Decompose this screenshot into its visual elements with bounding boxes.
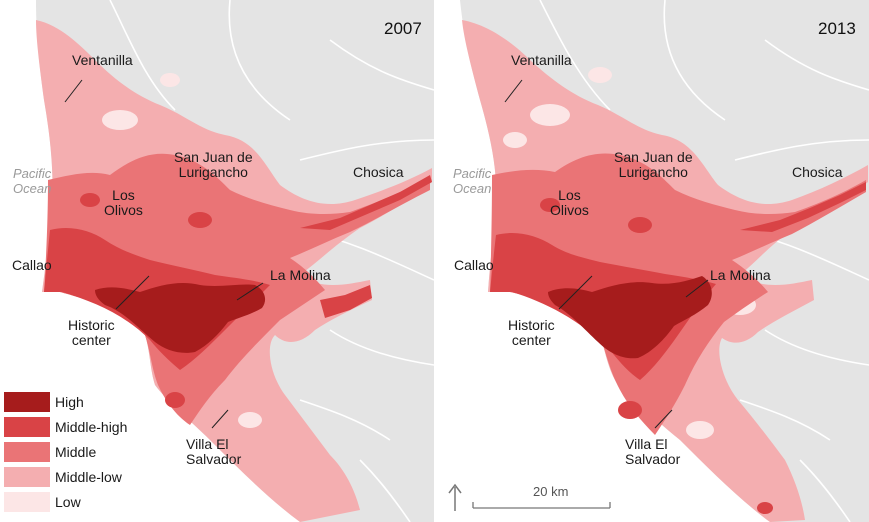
legend-label: Middle-low [55,468,122,485]
place-label-line-1: Los [112,187,135,203]
legend-label: Low [55,493,81,510]
year-label: 2007 [384,19,422,38]
legend-item-high: High [0,389,152,414]
place-label-line-1: Villa El [625,436,668,452]
legend-label: Middle-high [55,418,128,435]
urban-low [503,67,756,439]
place-label-callao: Callao [12,257,52,273]
place-label-historic-center: Historic center [68,318,115,348]
place-label-ventanilla: Ventanilla [72,52,133,68]
place-label-san-juan-de-lurigancho: San Juan de Lurigancho [614,150,693,180]
legend-label: High [55,393,84,410]
place-label-line-1: Los [558,187,581,203]
place-label-line-2: Salvador [186,451,242,467]
ocean-label-line-2: Ocean [453,181,492,196]
place-label-chosica: Chosica [792,164,843,180]
urban-middle-high-scatter [80,175,432,408]
map-2013-graphic [460,0,869,522]
place-label-callao: Callao [454,257,494,273]
place-label-line-2: Lurigancho [178,164,248,180]
scale-bar-label: 20 km [533,484,569,499]
map-panel-2007: 2007 Ventanilla Pacific Ocean San Juan d… [0,0,434,522]
legend: High Middle-high Middle Middle-low Low [0,389,152,514]
ocean-label: Pacific Ocean [13,166,51,196]
place-label-los-olivos: Los Olivos [104,188,143,218]
legend-swatch [4,441,50,462]
year-label: 2013 [818,19,856,38]
place-label-line-1: Historic [68,317,115,333]
legend-label: Middle [55,443,97,460]
place-label-la-molina: La Molina [710,267,771,283]
place-label-la-molina: La Molina [270,267,331,283]
place-label-historic-center: Historic center [508,318,555,348]
place-label-chosica: Chosica [353,164,404,180]
place-label-line-1: Historic [508,317,555,333]
place-label-villa-el-salvador: Villa El Salvador [186,437,241,467]
legend-swatch [4,391,50,412]
legend-item-middle-high: Middle-high [0,414,152,439]
ocean-label-line-1: Pacific [13,166,52,181]
map-2007-graphic [36,0,434,522]
scale-bar [472,502,611,509]
place-label-line-1: San Juan de [174,149,253,165]
place-label-line-2: Olivos [550,202,589,218]
place-label-line-1: Villa El [186,436,229,452]
place-label-ventanilla: Ventanilla [511,52,572,68]
ocean-label-line-1: Pacific [453,166,492,181]
leader-lines [64,79,264,429]
place-label-line-2: Olivos [104,202,143,218]
place-label-line-2: center [71,332,111,348]
legend-item-middle-low: Middle-low [0,464,152,489]
ocean-label: Pacific Ocean [453,166,491,196]
urban-middle-high-scatter [540,182,866,514]
ocean-label-line-2: Ocean [13,181,52,196]
urban-high [548,276,712,359]
north-arrow-icon [448,483,462,511]
legend-swatch [4,491,50,512]
legend-swatch [4,466,50,487]
legend-swatch [4,416,50,437]
place-label-line-2: Salvador [625,451,681,467]
place-label-line-2: Lurigancho [618,164,688,180]
place-label-san-juan-de-lurigancho: San Juan de Lurigancho [174,150,253,180]
place-label-line-1: San Juan de [614,149,693,165]
place-label-line-2: center [511,332,551,348]
district-borders [539,0,869,522]
place-label-los-olivos: Los Olivos [550,188,589,218]
map-panel-2013: 2013 Ventanilla Pacific Ocean San Juan d… [440,0,869,522]
legend-item-low: Low [0,489,152,514]
leader-lines [504,79,709,429]
place-label-villa-el-salvador: Villa El Salvador [625,437,680,467]
legend-item-middle: Middle [0,439,152,464]
urban-high [95,282,266,353]
